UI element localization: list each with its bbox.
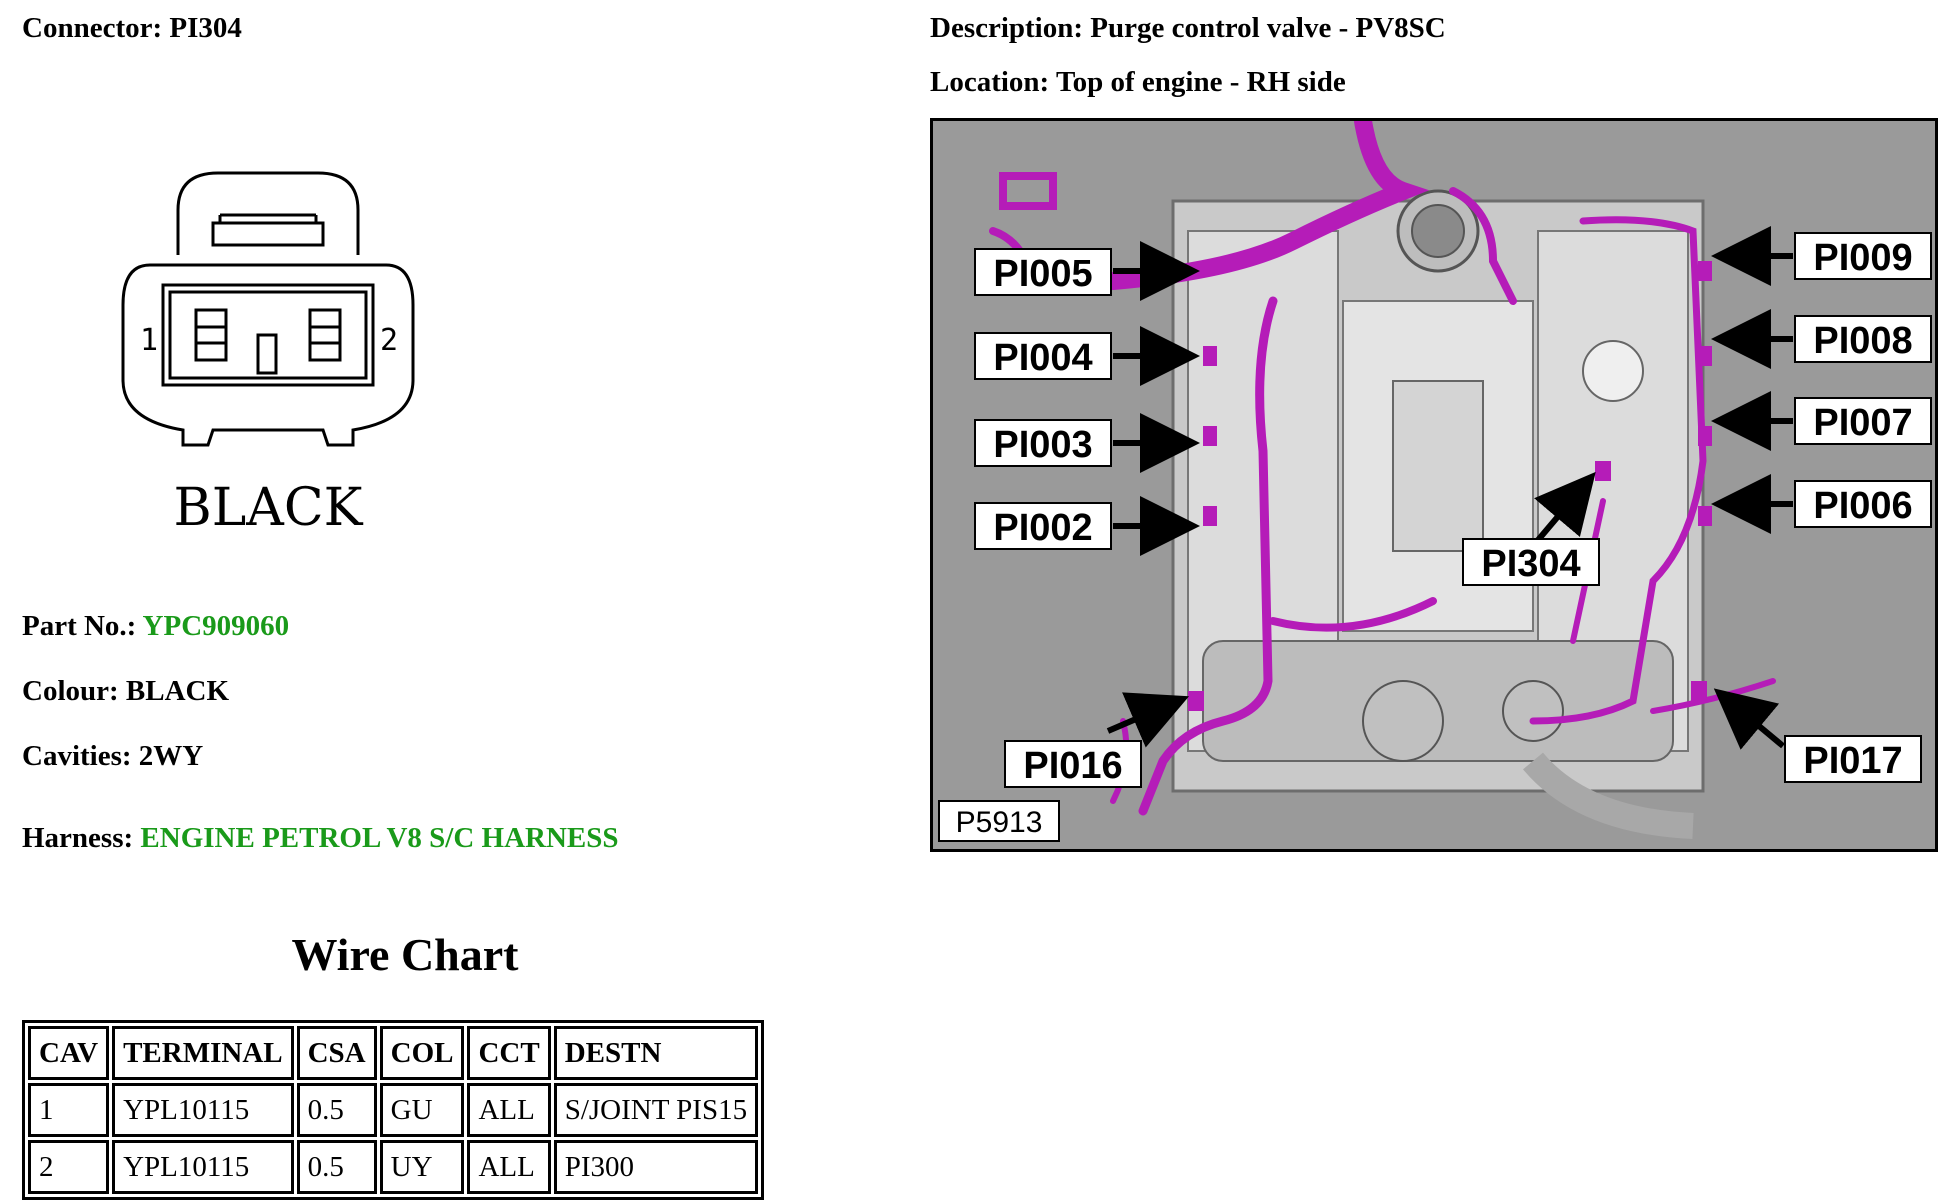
- wire-chart-header-row: CAV TERMINAL CSA COL CCT DESTN: [28, 1026, 759, 1080]
- cell-col: GU: [379, 1083, 465, 1137]
- cell-col: UY: [379, 1140, 465, 1194]
- part-no-line: Part No.: YPC909060: [22, 610, 289, 643]
- harness-link[interactable]: ENGINE PETROL V8 S/C HARNESS: [140, 822, 619, 854]
- connector-line: Connector: PI304: [22, 12, 242, 45]
- callout-pi007: PI007: [1813, 402, 1912, 444]
- callout-pi004: PI004: [993, 337, 1092, 379]
- connector-value: PI304: [169, 12, 242, 44]
- colour-label: Colour:: [22, 675, 119, 707]
- location-line: Location: Top of engine - RH side: [930, 66, 1346, 99]
- description-label: Description:: [930, 12, 1084, 44]
- location-value: Top of engine - RH side: [1055, 66, 1346, 98]
- table-row: 1 YPL10115 0.5 GU ALL S/JOINT PIS15: [28, 1083, 759, 1137]
- cell-cav: 2: [28, 1140, 110, 1194]
- description-value: Purge control valve - PV8SC: [1090, 12, 1446, 44]
- header-cav: CAV: [28, 1026, 110, 1080]
- pin-1-label: 1: [140, 323, 158, 358]
- connector-label: Connector:: [22, 12, 163, 44]
- header-destn: DESTN: [553, 1026, 759, 1080]
- wire-chart-title: Wire Chart: [291, 929, 519, 980]
- part-no-link[interactable]: YPC909060: [142, 610, 290, 642]
- cell-cct: ALL: [467, 1140, 551, 1194]
- cell-destn: PI300: [553, 1140, 759, 1194]
- cavities-value: 2WY: [138, 740, 204, 772]
- harness-label: Harness:: [22, 822, 134, 854]
- cell-cct: ALL: [467, 1083, 551, 1137]
- header-col: COL: [379, 1026, 465, 1080]
- engine-body: [1171, 189, 1705, 839]
- cell-cav: 1: [28, 1083, 110, 1137]
- callout-pi008: PI008: [1813, 320, 1912, 362]
- pin-2-label: 2: [380, 323, 398, 358]
- cell-terminal: YPL10115: [112, 1140, 294, 1194]
- callout-pi006: PI006: [1813, 485, 1912, 527]
- callout-pi304: PI304: [1481, 543, 1580, 585]
- header-csa: CSA: [296, 1026, 377, 1080]
- cell-destn: S/JOINT PIS15: [553, 1083, 759, 1137]
- harness-connectors: [1188, 261, 1712, 711]
- colour-line: Colour: BLACK: [22, 675, 229, 708]
- connector-colour-label: BLACK: [174, 478, 364, 538]
- callout-arrows: [1106, 226, 1793, 750]
- harness-line: Harness: ENGINE PETROL V8 S/C HARNESS: [22, 822, 619, 855]
- engine-location-illustration: PI005 PI004 PI003 PI002 PI009 PI008 PI00…: [930, 118, 1938, 852]
- callout-pi016: PI016: [1023, 745, 1122, 787]
- callout-pi002: PI002: [993, 507, 1092, 549]
- callout-pi005: PI005: [993, 253, 1092, 295]
- colour-value: BLACK: [125, 675, 230, 707]
- header-cct: CCT: [467, 1026, 551, 1080]
- callout-pi009: PI009: [1813, 237, 1912, 279]
- cell-csa: 0.5: [296, 1083, 377, 1137]
- table-row: 2 YPL10115 0.5 UY ALL PI300: [28, 1140, 759, 1194]
- callout-labels: PI005 PI004 PI003 PI002 PI009 PI008 PI00…: [938, 232, 1932, 842]
- callout-pi003: PI003: [993, 424, 1092, 466]
- figure-reference: P5913: [956, 806, 1043, 839]
- wire-chart-table: CAV TERMINAL CSA COL CCT DESTN 1 YPL1011…: [22, 1020, 765, 1200]
- description-line: Description: Purge control valve - PV8SC: [930, 12, 1446, 45]
- part-no-label: Part No.:: [22, 610, 137, 642]
- cell-terminal: YPL10115: [112, 1083, 294, 1137]
- connector-face-drawing: 1 2 BLACK: [118, 165, 418, 545]
- header-terminal: TERMINAL: [112, 1026, 294, 1080]
- location-label: Location:: [930, 66, 1050, 98]
- callout-pi017: PI017: [1803, 740, 1902, 782]
- cavities-line: Cavities: 2WY: [22, 740, 203, 773]
- cavities-label: Cavities:: [22, 740, 132, 772]
- cell-csa: 0.5: [296, 1140, 377, 1194]
